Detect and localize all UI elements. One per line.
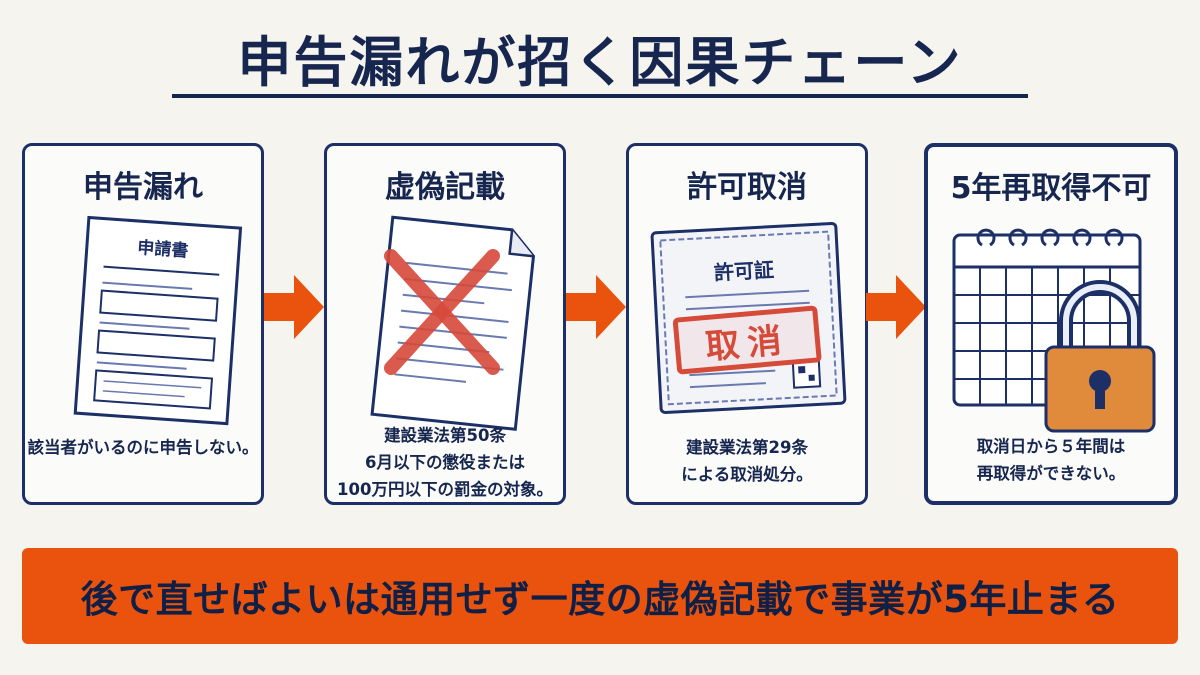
step-title: 5年再取得不可: [950, 171, 1152, 206]
step-card-false-statement: 虚偽記載 建設業法第50条 6月以下の懲役または 100万円以下の罰金の対象。: [324, 143, 566, 505]
step-description: 建設業法第29条 による取消処分。: [681, 438, 813, 484]
application-form-icon: 申請書: [73, 215, 243, 426]
step-description: 取消日から５年間は 再取得ができない。: [976, 437, 1126, 483]
form-label: 申請書: [137, 237, 189, 262]
banner-text: 後で直せばよいは通用せず一度の虚偽記載で事業が5年止まる: [80, 578, 1120, 621]
revoked-stamp: 取消: [704, 320, 791, 367]
title-underline: [172, 94, 1028, 98]
step-card-omission: 申告漏れ 申請書 該当者がいるのに申告しない。: [22, 143, 264, 505]
step-title: 許可取消: [687, 170, 807, 205]
arrow-right-icon: [264, 275, 324, 339]
arrow-right-icon: [566, 275, 626, 339]
license-label: 許可証: [713, 258, 774, 285]
warning-banner: 後で直せばよいは通用せず一度の虚偽記載で事業が5年止まる: [22, 548, 1178, 644]
step-title: 申告漏れ: [83, 170, 203, 205]
step-description: 建設業法第50条 6月以下の懲役または 100万円以下の罰金の対象。: [337, 426, 553, 499]
step-title: 虚偽記載: [385, 170, 505, 205]
step-card-reapply-ban: 5年再取得不可 取消日から５年間は 再取得ができない。: [924, 143, 1178, 505]
crossed-document-icon: [370, 215, 536, 431]
step-card-revocation: 許可取消 許可証 取消 建設業法第29条 による取消処分。: [626, 143, 868, 505]
step-description: 該当者がいるのに申告しない。: [27, 438, 259, 457]
locked-calendar-icon: [952, 228, 1156, 433]
page-title: 申告漏れが招く因果チェーン: [237, 31, 963, 94]
revoked-license-icon: 許可証 取消: [650, 221, 847, 414]
arrow-right-icon: [866, 275, 926, 339]
